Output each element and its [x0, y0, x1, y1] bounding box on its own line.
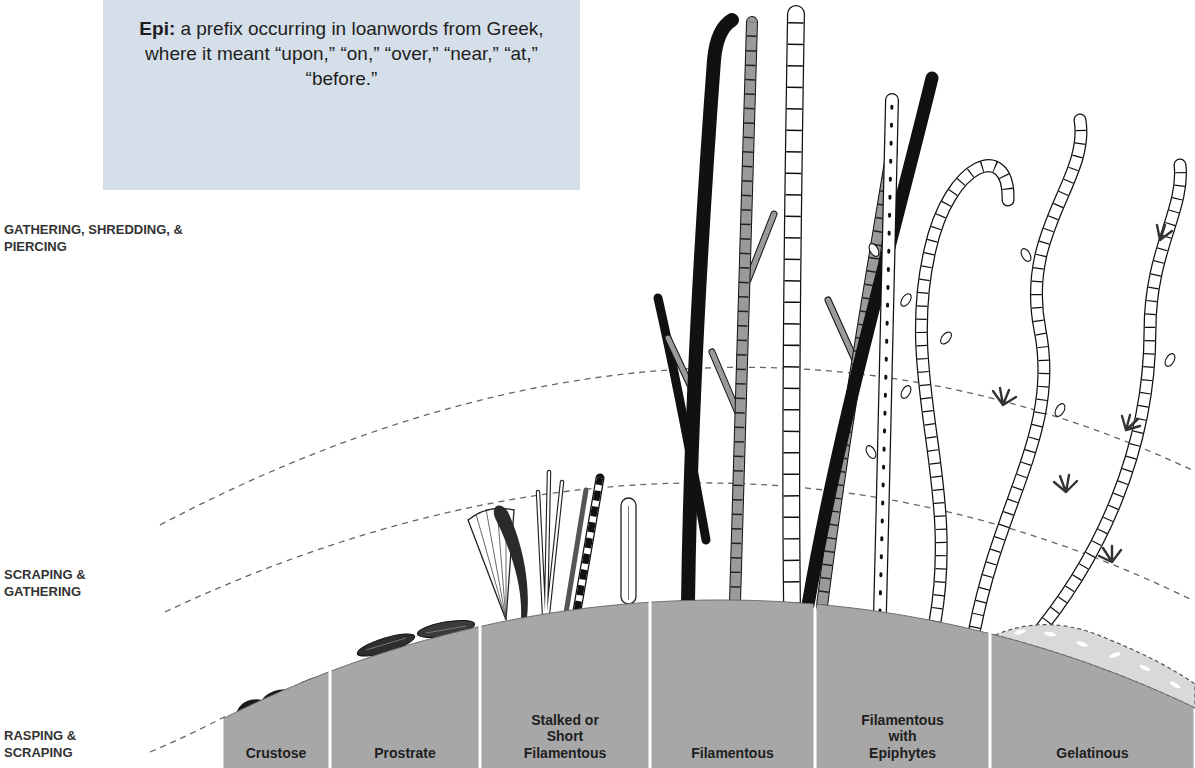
thin-stalk — [538, 472, 562, 614]
segment-shape — [650, 599, 815, 768]
segment-label-wrap: Gelatinous — [990, 745, 1195, 762]
epiphyte-tuft — [1157, 225, 1172, 240]
cell-chain-filament — [791, 14, 796, 604]
segment-label-wrap: Filamentous — [650, 745, 815, 762]
segment-label-wrap: Filamentous with Epiphytes — [815, 712, 990, 762]
epiphyte-dot — [880, 100, 892, 612]
segment-fill — [224, 672, 329, 768]
segment-label: Crustose — [246, 745, 307, 762]
substrate-surface — [992, 634, 1194, 707]
callout-heading: Epi: — [139, 18, 175, 39]
bead-chain-filament — [1030, 165, 1180, 642]
club-alga — [494, 506, 528, 618]
bead-chain-filament — [975, 120, 1081, 628]
bead-chain-filament — [1030, 165, 1180, 642]
black-filament — [688, 20, 732, 603]
paddle-detail — [628, 506, 629, 600]
substrate-surface — [224, 672, 329, 718]
epiphyte-cell — [938, 330, 953, 346]
epiphyte-tuft — [1054, 475, 1077, 492]
epiphyte-cell — [864, 444, 878, 460]
gelatinous-cell — [1109, 651, 1122, 659]
segment-label: Prostrate — [374, 745, 435, 762]
segmented-filament — [735, 22, 752, 602]
substrate-segment: Filamentous with Epiphytes — [815, 603, 990, 768]
thin-stalk — [538, 472, 562, 614]
segmented-filament — [735, 22, 752, 602]
substrate-segment: Gelatinous — [990, 632, 1195, 768]
black-filament — [808, 78, 932, 605]
segment-label-wrap: Stalked or Short Filamentous — [480, 712, 650, 762]
epiphyte-tuft — [993, 388, 1016, 405]
banded-stalk — [577, 478, 600, 611]
bead-chain-filament — [975, 120, 1081, 628]
cell-chain-filament — [791, 14, 796, 604]
bead-chain-filament — [1030, 165, 1180, 642]
feeding-mode-label: GATHERING, SHREDDING, & PIERCING — [4, 222, 194, 256]
feeding-mode-label: SCRAPING & GATHERING — [4, 567, 100, 601]
callout-text: a prefix occurring in loanwords from Gre… — [145, 18, 544, 89]
cell-chain-filament — [791, 14, 796, 604]
gray-branch — [828, 300, 855, 360]
substrate-segment: Crustose — [222, 670, 330, 768]
zone-boundary — [150, 716, 226, 752]
segment-label: Stalked or Short Filamentous — [519, 712, 611, 762]
host-filament — [880, 100, 892, 612]
segmented-filament — [735, 22, 752, 602]
epiphyte-cell — [867, 242, 881, 258]
segment-label: Gelatinous — [1056, 745, 1128, 762]
segment-label: Filamentous — [691, 745, 773, 762]
substrate-segment: Filamentous — [650, 599, 815, 768]
segment-fill — [992, 634, 1194, 768]
segment-label-wrap: Prostrate — [330, 745, 480, 762]
substrate-surface — [482, 602, 649, 626]
segment-label: Filamentous with Epiphytes — [855, 712, 951, 762]
paddle-alga — [621, 498, 636, 604]
substrate-surface — [332, 627, 479, 671]
segment-label-wrap: Crustose — [222, 745, 330, 762]
substrate-surface — [652, 600, 814, 604]
epiphyte-tufts — [993, 225, 1172, 562]
gelatinous-cell — [1014, 629, 1027, 636]
substrate-segment: Prostrate — [330, 625, 480, 768]
host-filament — [880, 100, 892, 612]
banded-stalk — [577, 478, 600, 611]
epiphyte-cell — [899, 384, 913, 400]
banded-stalk — [577, 478, 600, 611]
epiphyte-cell — [899, 292, 914, 308]
zone-boundary — [165, 483, 1192, 612]
gelatinous-cell — [1139, 664, 1152, 673]
bead-chain-filament — [975, 120, 1081, 628]
segment-fill — [652, 600, 814, 768]
epiphyte-tuft — [1099, 546, 1121, 562]
feeding-mode-label: RASPING & SCRAPING — [4, 728, 104, 762]
segment-fill — [817, 604, 989, 768]
gelatinous-cell — [1169, 680, 1181, 689]
gelatinous-cell — [1044, 631, 1057, 637]
substrate-surface — [817, 604, 989, 633]
segment-fill — [482, 602, 649, 768]
epiphyte-cell — [1019, 247, 1033, 263]
gray-branch — [828, 300, 855, 360]
epiphyte-tuft — [1122, 415, 1140, 430]
epiphyte-cell — [1163, 352, 1177, 368]
callout-box: Epi:a prefix occurring in loanwords from… — [103, 0, 580, 190]
epiphyte-cell — [1053, 402, 1067, 418]
segment-fill — [332, 627, 479, 768]
gelatinous-cell — [1076, 640, 1089, 648]
substrate-segment: Stalked or Short Filamentous — [480, 601, 650, 768]
epiphyte-group — [864, 242, 1177, 460]
